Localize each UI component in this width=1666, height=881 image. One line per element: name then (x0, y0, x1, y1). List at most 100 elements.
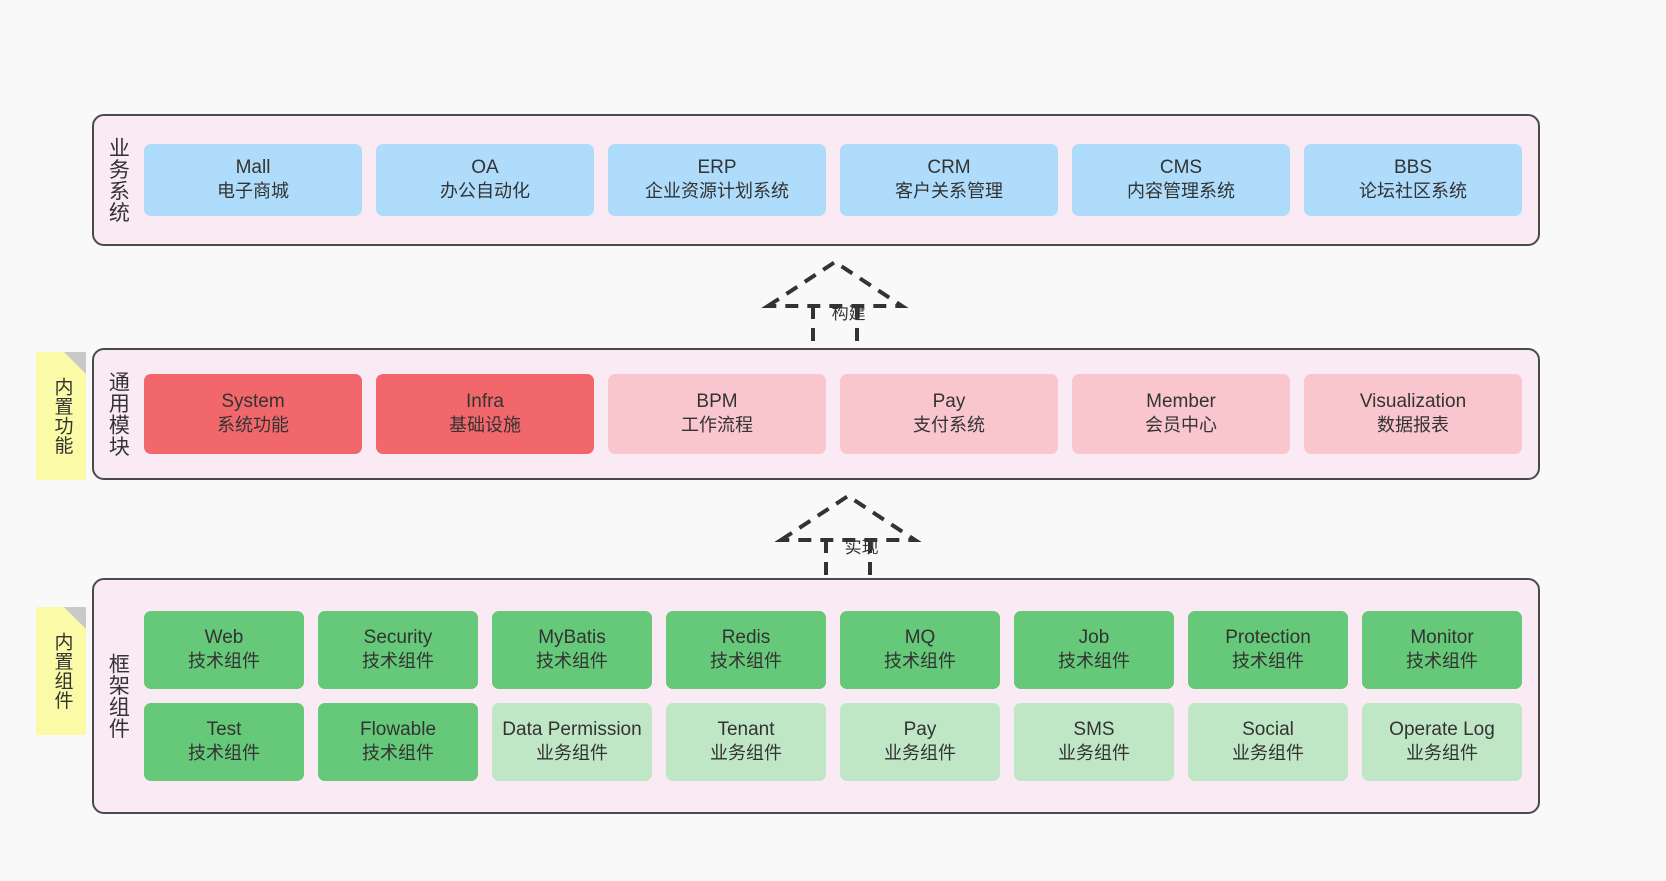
node-title: Pay (903, 719, 937, 741)
node-erp[interactable]: ERP 企业资源计划系统 (608, 144, 826, 216)
node-title: OA (471, 157, 499, 179)
connector-implement-label: 实现 (844, 538, 879, 557)
node-subtitle: 技术组件 (1232, 651, 1304, 672)
fold-corner-icon (64, 607, 86, 629)
node-subtitle: 客户关系管理 (895, 181, 1003, 202)
node-title: Redis (721, 627, 771, 649)
sticky-note-builtin-components: 内置组件 (36, 607, 86, 735)
fold-corner-icon (64, 352, 86, 374)
node-member[interactable]: Member 会员中心 (1072, 374, 1290, 454)
node-web[interactable]: Web 技术组件 (144, 611, 304, 689)
node-subtitle: 技术组件 (362, 743, 434, 764)
node-redis[interactable]: Redis 技术组件 (666, 611, 826, 689)
arrowhead-triangle-icon (774, 493, 922, 542)
node-title: Mall (235, 157, 271, 179)
node-subtitle: 系统功能 (217, 415, 289, 436)
node-social[interactable]: Social 业务组件 (1188, 703, 1348, 781)
node-infra[interactable]: Infra 基础设施 (376, 374, 594, 454)
node-oa[interactable]: OA 办公自动化 (376, 144, 594, 216)
sticky-note-builtin-features: 内置功能 (36, 352, 86, 480)
connector-build-label: 构建 (831, 304, 866, 323)
layer-label-common-modules: 通用模块 (106, 371, 130, 457)
node-sms[interactable]: SMS 业务组件 (1014, 703, 1174, 781)
node-mq[interactable]: MQ 技术组件 (840, 611, 1000, 689)
node-title: Social (1242, 719, 1294, 741)
node-security[interactable]: Security 技术组件 (318, 611, 478, 689)
node-subtitle: 支付系统 (913, 415, 985, 436)
node-crm[interactable]: CRM 客户关系管理 (840, 144, 1058, 216)
node-title: Job (1078, 627, 1110, 649)
node-title: Web (204, 627, 244, 649)
node-subtitle: 业务组件 (1232, 743, 1304, 764)
node-subtitle: 技术组件 (884, 651, 956, 672)
node-subtitle: 工作流程 (681, 415, 753, 436)
node-pay-business[interactable]: Pay 业务组件 (840, 703, 1000, 781)
sticky-note-label: 内置功能 (51, 377, 73, 455)
node-mybatis[interactable]: MyBatis 技术组件 (492, 611, 652, 689)
node-subtitle: 技术组件 (188, 651, 260, 672)
node-title: Member (1146, 391, 1216, 413)
node-tenant[interactable]: Tenant 业务组件 (666, 703, 826, 781)
node-test[interactable]: Test 技术组件 (144, 703, 304, 781)
layer-common-modules: 通用模块 System 系统功能 Infra 基础设施 BPM 工作流程 Pay… (92, 348, 1540, 480)
node-system[interactable]: System 系统功能 (144, 374, 362, 454)
node-title: Test (206, 719, 242, 741)
layer-label-business-systems: 业务系统 (106, 137, 130, 223)
node-monitor[interactable]: Monitor 技术组件 (1362, 611, 1522, 689)
arrow-stem-icon (811, 306, 859, 348)
node-title: BBS (1393, 157, 1433, 179)
node-title: BPM (696, 391, 738, 413)
node-subtitle: 技术组件 (710, 651, 782, 672)
arrow-stem-icon (824, 540, 872, 582)
node-subtitle: 技术组件 (1058, 651, 1130, 672)
node-title: Monitor (1410, 627, 1474, 649)
node-subtitle: 办公自动化 (440, 181, 530, 202)
node-row: Mall 电子商城 OA 办公自动化 ERP 企业资源计划系统 CRM 客户关系… (144, 144, 1522, 216)
node-subtitle: 业务组件 (710, 743, 782, 764)
node-subtitle: 技术组件 (536, 651, 608, 672)
node-visualization[interactable]: Visualization 数据报表 (1304, 374, 1522, 454)
node-subtitle: 内容管理系统 (1127, 181, 1235, 202)
node-flowable[interactable]: Flowable 技术组件 (318, 703, 478, 781)
connector-implement: 实现 (773, 492, 923, 584)
node-title: Flowable (359, 719, 437, 741)
node-subtitle: 业务组件 (1406, 743, 1478, 764)
node-subtitle: 数据报表 (1377, 415, 1449, 436)
node-bpm[interactable]: BPM 工作流程 (608, 374, 826, 454)
node-subtitle: 技术组件 (1406, 651, 1478, 672)
node-title: Protection (1225, 627, 1311, 649)
node-title: MyBatis (538, 627, 606, 649)
layer-label-framework-components: 框架组件 (106, 653, 130, 739)
node-subtitle: 业务组件 (536, 743, 608, 764)
connector-build: 构建 (760, 258, 910, 350)
node-subtitle: 会员中心 (1145, 415, 1217, 436)
node-title: CRM (927, 157, 971, 179)
node-title: MQ (904, 627, 936, 649)
node-cms[interactable]: CMS 内容管理系统 (1072, 144, 1290, 216)
node-title: Pay (932, 391, 966, 413)
node-data-permission[interactable]: Data Permission 业务组件 (492, 703, 652, 781)
node-subtitle: 电子商城 (217, 181, 289, 202)
layer-framework-components: 框架组件 Web 技术组件 Security 技术组件 MyBatis 技术组件… (92, 578, 1540, 814)
node-title: Security (363, 627, 433, 649)
node-title: System (221, 391, 285, 413)
node-subtitle: 技术组件 (362, 651, 434, 672)
layer-body-business-systems: Mall 电子商城 OA 办公自动化 ERP 企业资源计划系统 CRM 客户关系… (140, 116, 1538, 244)
node-title: Visualization (1359, 391, 1467, 413)
node-subtitle: 业务组件 (1058, 743, 1130, 764)
node-title: Tenant (717, 719, 775, 741)
node-pay[interactable]: Pay 支付系统 (840, 374, 1058, 454)
node-title: Infra (465, 391, 505, 413)
node-subtitle: 基础设施 (449, 415, 521, 436)
arrowhead-triangle-icon (761, 259, 909, 308)
node-title: ERP (697, 157, 737, 179)
node-row: Test 技术组件 Flowable 技术组件 Data Permission … (144, 703, 1522, 781)
node-mall[interactable]: Mall 电子商城 (144, 144, 362, 216)
node-bbs[interactable]: BBS 论坛社区系统 (1304, 144, 1522, 216)
node-subtitle: 论坛社区系统 (1359, 181, 1467, 202)
node-protection[interactable]: Protection 技术组件 (1188, 611, 1348, 689)
node-operate-log[interactable]: Operate Log 业务组件 (1362, 703, 1522, 781)
node-job[interactable]: Job 技术组件 (1014, 611, 1174, 689)
node-subtitle: 业务组件 (884, 743, 956, 764)
